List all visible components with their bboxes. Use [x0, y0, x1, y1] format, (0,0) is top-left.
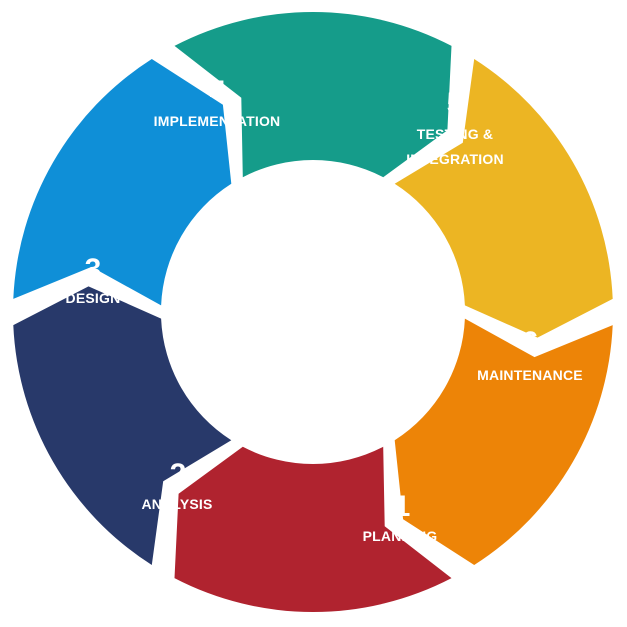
segment-testing-integration-label-line-1: TESTING & — [417, 126, 493, 142]
segment-design: 3 DESIGN — [66, 253, 121, 306]
segment-analysis-shape — [13, 286, 232, 565]
segment-maintenance-shape — [394, 318, 613, 565]
segment-testing-integration: 5 TESTING & INTEGRATION — [406, 87, 504, 167]
segment-planning-label: PLANNING — [363, 528, 438, 544]
segment-implementation: 4 IMPLEMENTATION — [154, 75, 281, 129]
segment-maintenance-label: MAINTENANCE — [477, 367, 583, 383]
segment-analysis-number: 2 — [170, 458, 187, 491]
segment-planning-shape — [174, 446, 452, 612]
segment-maintenance-number: 6 — [522, 326, 539, 359]
segment-planning: 1 PLANNING — [363, 490, 438, 544]
segment-analysis-label: ANALYSIS — [141, 496, 212, 512]
segment-design-shape — [13, 59, 232, 306]
segment-maintenance: 6 MAINTENANCE — [477, 326, 583, 383]
segment-implementation-number: 4 — [210, 75, 227, 108]
segment-analysis: 2 ANALYSIS — [141, 458, 212, 512]
segment-implementation-shape — [174, 12, 452, 178]
segment-testing-integration-shape — [394, 59, 613, 338]
segment-testing-integration-number: 5 — [447, 87, 464, 120]
segment-design-label: DESIGN — [66, 290, 121, 306]
segment-design-number: 3 — [85, 253, 102, 286]
segment-planning-number: 1 — [394, 490, 411, 523]
segment-testing-integration-label-line-2: INTEGRATION — [406, 151, 504, 167]
segment-implementation-label: IMPLEMENTATION — [154, 113, 281, 129]
